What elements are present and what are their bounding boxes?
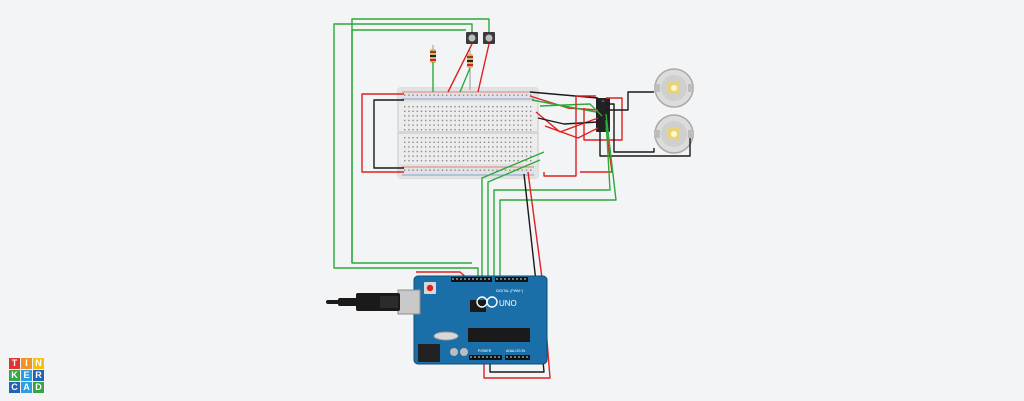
wire-black [606,91,654,111]
microcontroller-chip [468,328,530,342]
wire-red [529,95,599,111]
wire-black [599,132,691,157]
wire-black [489,173,545,373]
wire-black [529,91,599,99]
wire-green [487,159,541,279]
logo-tile: A [21,382,32,393]
wire-red [447,43,473,93]
arduino-logo-icon [476,296,498,308]
analog-label: ANALOG IN [506,349,526,353]
wire-red [543,95,596,177]
usb-port[interactable] [397,289,421,315]
wire-red [483,171,551,379]
uno-label: UNO [499,299,517,308]
wire-green [531,99,597,113]
logo-tile: R [33,370,44,381]
logo-tile: T [9,358,20,369]
wires[interactable] [333,18,691,379]
logo-tile: C [9,382,20,393]
wire-green [481,151,545,279]
resistor-2[interactable] [467,50,473,90]
dc-motor-2[interactable] [654,114,694,154]
wire-green [351,18,490,264]
wire-green [333,23,479,279]
arduino-headers[interactable] [451,277,530,360]
dc-motor-1[interactable] [654,68,694,108]
wire-black [537,117,599,125]
wire-red [583,97,623,141]
wire-red [477,43,490,93]
breadboard-holes [404,94,532,171]
digital-label: DIGITAL (PWM~) [496,289,523,293]
wire-green [493,119,611,279]
arduino-uno[interactable]: UNO DIGITAL (PWM~) POWER ANALOG IN [397,275,548,365]
wire-green [499,113,617,279]
power-label: POWER [478,349,492,353]
breadboard[interactable] [397,87,539,179]
pushbutton-1[interactable] [466,32,478,44]
logo-tile: E [21,370,32,381]
power-jack[interactable] [418,344,440,362]
usb-cable[interactable] [326,293,400,311]
wire-red [361,93,404,173]
logo-tile: I [21,358,32,369]
wire-black [606,103,655,153]
wire-green [539,103,603,117]
wire-green [459,67,471,93]
wire-red [580,127,613,173]
pushbutton-2[interactable] [483,32,495,44]
logo-tile: N [33,358,44,369]
wire-red [544,125,599,139]
logo-tile: D [33,382,44,393]
wire-black [373,99,404,169]
logo-tile: K [9,370,20,381]
